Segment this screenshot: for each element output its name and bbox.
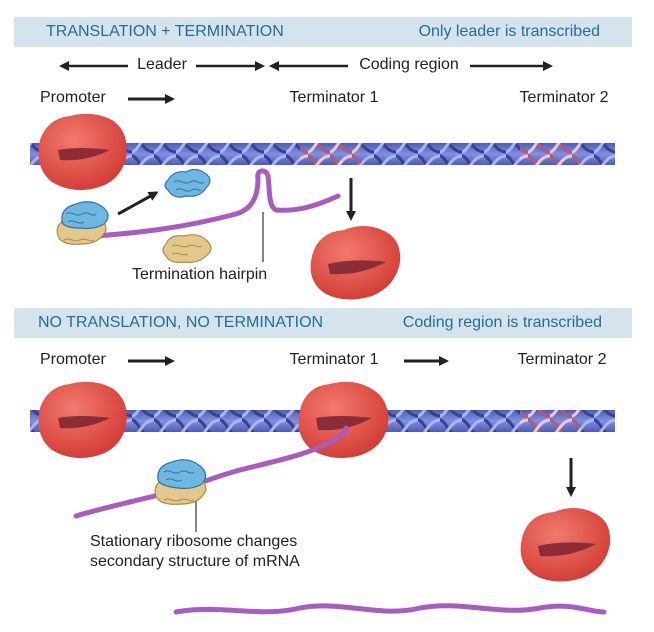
rna-polymerase-bottom-terminator [298, 381, 389, 458]
dna-helix-top [30, 143, 615, 165]
terminator-2-label-bottom: Terminator 2 [517, 351, 607, 368]
ribosome-note-line-2: secondary structure of mRNA [90, 553, 300, 570]
top-panel-status: Only leader is transcribed [418, 23, 600, 40]
released-rna-polymerase-top [310, 226, 401, 300]
released-small-subunit [164, 168, 211, 198]
rna-polymerase-bottom-promoter [38, 381, 127, 458]
leader-label: Leader [137, 56, 187, 73]
termination-hairpin-label: Termination hairpin [132, 266, 268, 283]
released-rna-polymerase-bottom [520, 508, 611, 582]
top-panel-header: TRANSLATION + TERMINATION Only leader is… [14, 17, 632, 47]
bottom-panel-header: NO TRANSLATION, NO TERMINATION Coding re… [14, 308, 632, 338]
promoter-label-top: Promoter [40, 89, 106, 106]
terminator-2-label-top: Terminator 2 [519, 89, 609, 106]
terminator-1-label-top: Terminator 1 [289, 89, 379, 106]
bottom-panel-status: Coding region is transcribed [402, 314, 602, 331]
ribosome-note-line-1: Stationary ribosome changes [90, 533, 298, 550]
coding-region-label: Coding region [359, 56, 459, 73]
stationary-ribosome [154, 459, 207, 505]
rna-polymerase-top-promoter [38, 113, 127, 190]
promoter-label-bottom: Promoter [40, 351, 106, 368]
translating-ribosome-top [56, 201, 109, 245]
release-arrow [117, 191, 159, 216]
released-large-subunit [162, 234, 212, 263]
terminator-1-label-bottom: Terminator 1 [289, 351, 379, 368]
ribosome-note: Stationary ribosome changes secondary st… [90, 532, 300, 572]
mrna-bottom [73, 425, 349, 519]
full-length-mrna [173, 603, 607, 615]
bottom-panel-title: NO TRANSLATION, NO TERMINATION [38, 314, 324, 331]
top-panel-title: TRANSLATION + TERMINATION [46, 23, 284, 40]
mrna-leader-top [93, 168, 341, 239]
